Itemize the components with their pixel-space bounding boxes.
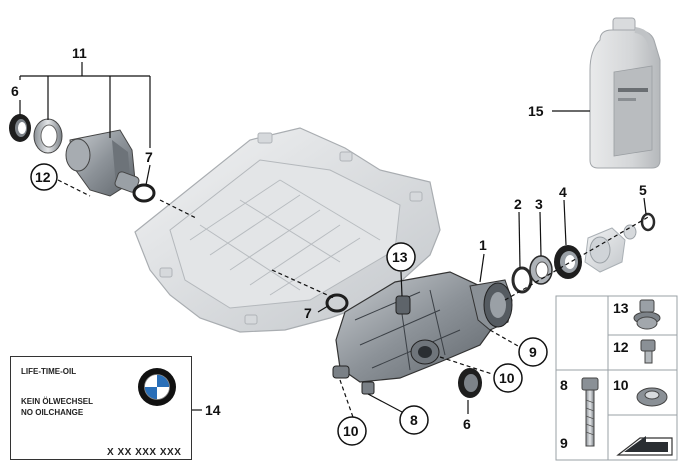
callout-9: 9 <box>529 344 537 360</box>
callout-15: 15 <box>528 103 544 119</box>
front-differential <box>325 271 513 398</box>
pinion-seal-set <box>511 212 656 294</box>
washer-10-image <box>636 387 668 407</box>
callout-5: 5 <box>639 182 647 198</box>
bmw-logo <box>138 368 176 406</box>
callout-12: 12 <box>35 169 51 185</box>
label-line-2: KEIN ÖLWECHSEL <box>21 397 94 406</box>
callout-14: 14 <box>205 402 221 418</box>
hw-callout-13: 13 <box>613 300 629 316</box>
callout-11: 11 <box>72 45 87 61</box>
label-line-1: LIFE-TIME-OIL <box>21 367 77 376</box>
callout-4: 4 <box>559 184 567 200</box>
label-line-3: NO OILCHANGE <box>21 408 84 417</box>
callout-13: 13 <box>392 249 408 265</box>
callout-13-circle <box>386 242 416 272</box>
hw-callout-8: 8 <box>560 377 568 393</box>
hardware-panel: 13 12 8 10 9 <box>555 295 678 461</box>
output-flange-assembly <box>9 114 156 203</box>
callout-9-circle <box>518 337 548 367</box>
bolt-8-image <box>581 377 599 447</box>
callout-8-circle <box>399 405 429 435</box>
engine-oil-pan <box>134 127 441 333</box>
plug-13-image <box>633 299 661 330</box>
callout-3: 3 <box>535 196 543 212</box>
callout-1: 1 <box>479 237 487 253</box>
callout-6-lower: 6 <box>463 416 471 432</box>
leader-lines <box>19 62 651 421</box>
callout-8: 8 <box>410 412 418 428</box>
callout-10-circle-right <box>493 363 523 393</box>
callout-7-left: 7 <box>145 149 153 165</box>
label-part-number: X XX XXX XXX <box>107 447 182 458</box>
hw-callout-12: 12 <box>613 339 629 355</box>
lifetime-oil-label: LIFE-TIME-OIL KEIN ÖLWECHSEL NO OILCHANG… <box>10 356 192 460</box>
callout-2: 2 <box>514 196 522 212</box>
callout-10-right: 10 <box>499 370 515 386</box>
oil-bottle <box>589 17 661 169</box>
callout-10-circle-lower <box>337 416 367 446</box>
callouts: 11 6 7 12 7 13 1 2 3 4 5 9 10 8 10 6 15 … <box>11 45 647 446</box>
callout-6-top: 6 <box>11 83 19 99</box>
callout-12-circle <box>30 163 58 191</box>
callout-10-lower: 10 <box>343 423 359 439</box>
callout-7-right: 7 <box>304 305 312 321</box>
hw-callout-10: 10 <box>613 377 629 393</box>
bolt-12-image <box>640 339 656 364</box>
orientation-arrow-icon <box>616 436 673 456</box>
hw-callout-9: 9 <box>560 435 568 451</box>
